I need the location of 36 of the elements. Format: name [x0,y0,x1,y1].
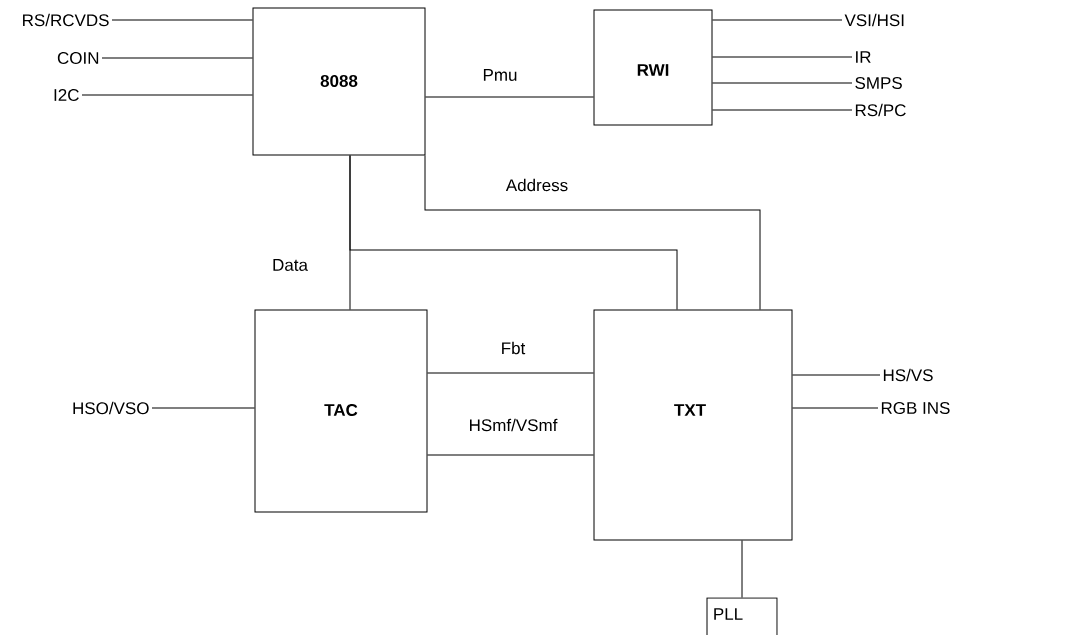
connector-line [81,94,253,96]
connector-line [101,57,253,59]
signal-label: RS/PC [855,103,906,117]
connector-line [349,155,678,310]
block-box: 8088 [252,7,426,156]
block-box: TAC [254,309,428,513]
connector-line [712,82,853,84]
block-box: TXT [593,309,793,541]
signal-label: HS/VS [883,368,933,382]
connector-line [424,155,761,310]
edge-label: HSmf/VSmf [470,418,558,432]
connector-line [427,454,594,456]
block-box: RWI [593,9,713,126]
connector-line [151,407,255,409]
connector-line [111,19,253,21]
signal-label: COIN [57,52,99,65]
signal-label: SMPS [855,77,902,90]
edge-label: Fbt [502,341,526,355]
connector-line [741,540,743,598]
signal-label: RS/RCVDS [23,13,109,27]
connector-line [427,372,594,374]
edge-label: Data [273,259,308,271]
connector-line [712,56,853,58]
edge-label: Pmu [483,69,517,81]
connector-line [425,96,594,98]
signal-label: IR [856,51,871,63]
signal-label: HSO/VSO [73,401,149,415]
connector-line [712,109,853,111]
block-box: PLL [706,597,778,635]
connector-line [712,19,843,21]
connector-line [792,374,881,376]
edge-label: Address [505,178,568,192]
signal-label: VSI/HSI [844,13,904,27]
signal-label: RGB INS [881,402,950,415]
signal-label: I2C [54,89,79,102]
connector-line [792,407,879,409]
